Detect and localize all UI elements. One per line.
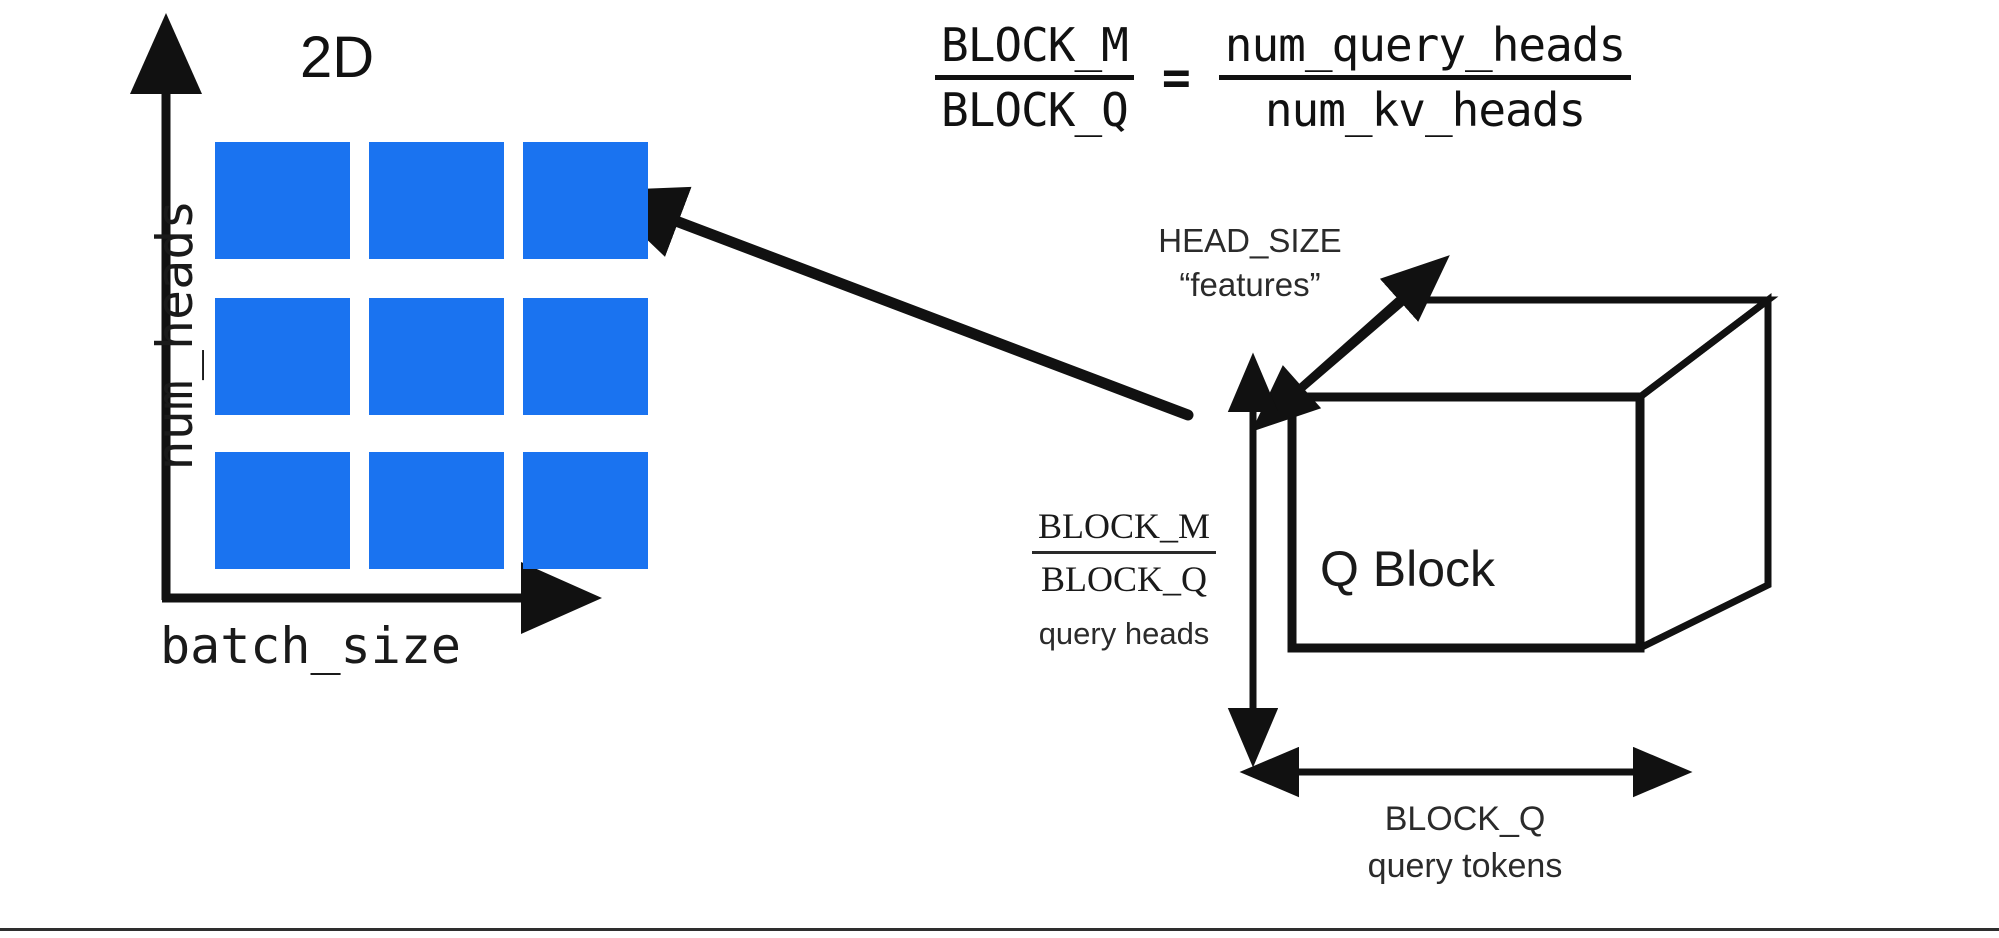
equals-sign: = xyxy=(1161,49,1191,106)
plot-axes xyxy=(130,13,602,634)
width-caption-text: query tokens xyxy=(1367,847,1563,885)
cube-right-face xyxy=(1637,292,1772,652)
grid-cell xyxy=(523,142,648,259)
grid-cell xyxy=(369,298,504,415)
equation: BLOCK_M BLOCK_Q = num_query_heads num_kv… xyxy=(935,18,1632,137)
cube-top-face xyxy=(1289,296,1779,400)
head-size-arrow xyxy=(1251,255,1450,432)
features-text: “features” xyxy=(1179,266,1321,303)
y-axis-label: num_heads xyxy=(146,199,204,471)
height-denominator: BLOCK_Q xyxy=(1040,559,1207,599)
width-label-text: BLOCK_Q xyxy=(1384,800,1546,838)
grid-cell xyxy=(369,142,504,259)
equation-left-fraction: BLOCK_M BLOCK_Q xyxy=(935,18,1134,137)
equation-left-denominator: BLOCK_Q xyxy=(941,83,1129,137)
block-height-label: BLOCK_M BLOCK_Q query heads xyxy=(1014,505,1234,652)
fraction-bar xyxy=(1032,551,1216,554)
height-caption: query heads xyxy=(1038,616,1210,651)
cube-front-face xyxy=(1287,392,1645,653)
grid-cell xyxy=(215,452,350,569)
grid-cell xyxy=(523,298,648,415)
head-size-label: HEAD_SIZE “features” xyxy=(1110,222,1390,304)
height-numerator: BLOCK_M xyxy=(1037,506,1211,546)
fraction-bar xyxy=(935,75,1134,80)
plot-title-2d: 2D xyxy=(300,25,375,90)
q-block-face-label: Q Block xyxy=(1320,541,1496,597)
equation-right-denominator: num_kv_heads xyxy=(1264,83,1586,137)
grid-cell xyxy=(215,298,350,415)
grid-cell xyxy=(215,142,350,259)
head-size-text: HEAD_SIZE xyxy=(1158,222,1342,259)
equation-left-numerator: BLOCK_M xyxy=(941,18,1129,72)
block-width-label: BLOCK_Q query tokens xyxy=(1300,800,1630,886)
fraction-bar xyxy=(1218,75,1632,80)
equation-right-fraction: num_query_heads num_kv_heads xyxy=(1218,18,1632,137)
grid-cell xyxy=(369,452,504,569)
mapping-arrow xyxy=(595,186,1194,421)
x-axis-label: batch_size xyxy=(160,617,462,675)
equation-right-numerator: num_query_heads xyxy=(1224,18,1626,72)
grid-cell xyxy=(523,452,648,569)
footer-divider xyxy=(0,928,1999,931)
